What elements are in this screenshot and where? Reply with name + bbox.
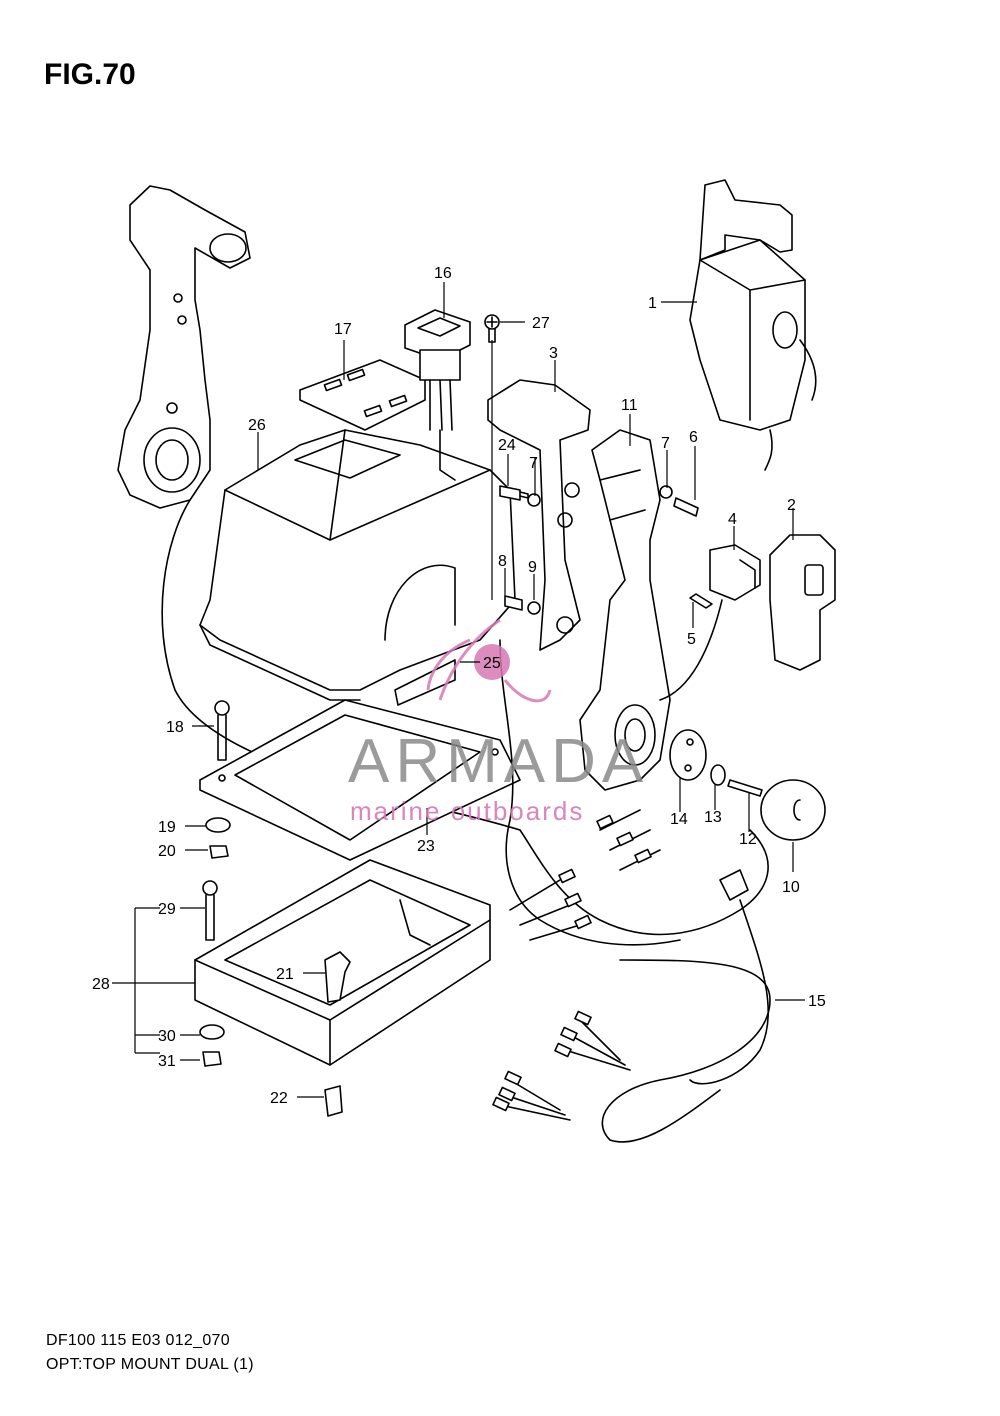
wire-harness [499,639,771,1143]
callout-26: 26 [248,417,266,434]
neutral-switch [404,309,471,481]
screw-18 [214,700,230,761]
left-control-handle [117,185,251,509]
callout-12: 12 [739,831,757,848]
callout-9: 9 [528,559,537,576]
callout-31: 31 [158,1053,176,1070]
callout-4: 4 [728,511,737,528]
armada-logo [426,618,552,703]
callout-8: 8 [498,553,507,570]
callout-1: 1 [648,295,657,312]
callout-6: 6 [689,429,698,446]
control-lever-3 [487,379,591,651]
callout-10: 10 [782,879,800,896]
figure-code: DF100 115 E03 012_070 [46,1332,230,1349]
clip-22 [324,1085,343,1117]
callout-15: 15 [808,993,826,1010]
callout-23: 23 [417,838,435,855]
handle-arm-11 [579,429,671,791]
callout-labels: 1 2 3 4 5 6 7 7 8 9 10 11 12 13 14 15 16… [92,265,826,1107]
screw-12 [727,779,763,797]
callout-5: 5 [687,631,696,648]
washer-30 [199,1024,225,1040]
remote-control-box [689,179,817,471]
callout-27: 27 [532,315,550,332]
callout-16: 16 [434,265,452,282]
screw-29 [202,880,218,941]
callout-21: 21 [276,966,294,983]
plate-14 [669,729,707,781]
callout-29: 29 [158,901,176,918]
washer-19 [205,817,231,833]
cap-10 [760,779,826,841]
callout-22: 22 [270,1090,288,1107]
callout-19: 19 [158,819,176,836]
callout-30: 30 [158,1028,176,1045]
callout-20: 20 [158,843,176,860]
screw-27 [484,314,500,343]
clip-21 [324,951,351,1003]
watermark-brand: ARMADA [348,727,650,796]
leader-lines [112,282,805,1098]
watermark-tagline: marine outboards [350,796,585,826]
callout-24: 24 [498,437,516,454]
callout-3: 3 [549,345,558,362]
connector-4 [659,544,761,701]
callout-14: 14 [670,811,688,828]
callout-2: 2 [787,497,796,514]
bracket-plate [299,359,426,431]
callout-7a: 7 [529,455,538,472]
washer-13 [710,764,726,786]
nut-20 [209,845,229,859]
callout-18: 18 [166,719,184,736]
figure-description: OPT:TOP MOUNT DUAL (1) [46,1356,254,1373]
housing-cover [199,429,516,706]
screw-5 [689,593,713,609]
callout-13: 13 [704,809,722,826]
bolt-6 [659,485,699,517]
callout-17: 17 [334,321,352,338]
figure-title: FIG.70 [44,58,136,91]
gasket-23 [199,699,521,861]
callout-11: 11 [621,397,638,414]
callout-25: 25 [483,655,501,672]
bolt-8 [504,595,541,615]
callout-28: 28 [92,976,110,993]
connector-terminals [492,814,652,1112]
grip-cover-2 [769,534,836,671]
callout-7b: 7 [661,435,670,452]
bolt-24 [499,485,541,507]
nut-31 [202,1051,222,1067]
